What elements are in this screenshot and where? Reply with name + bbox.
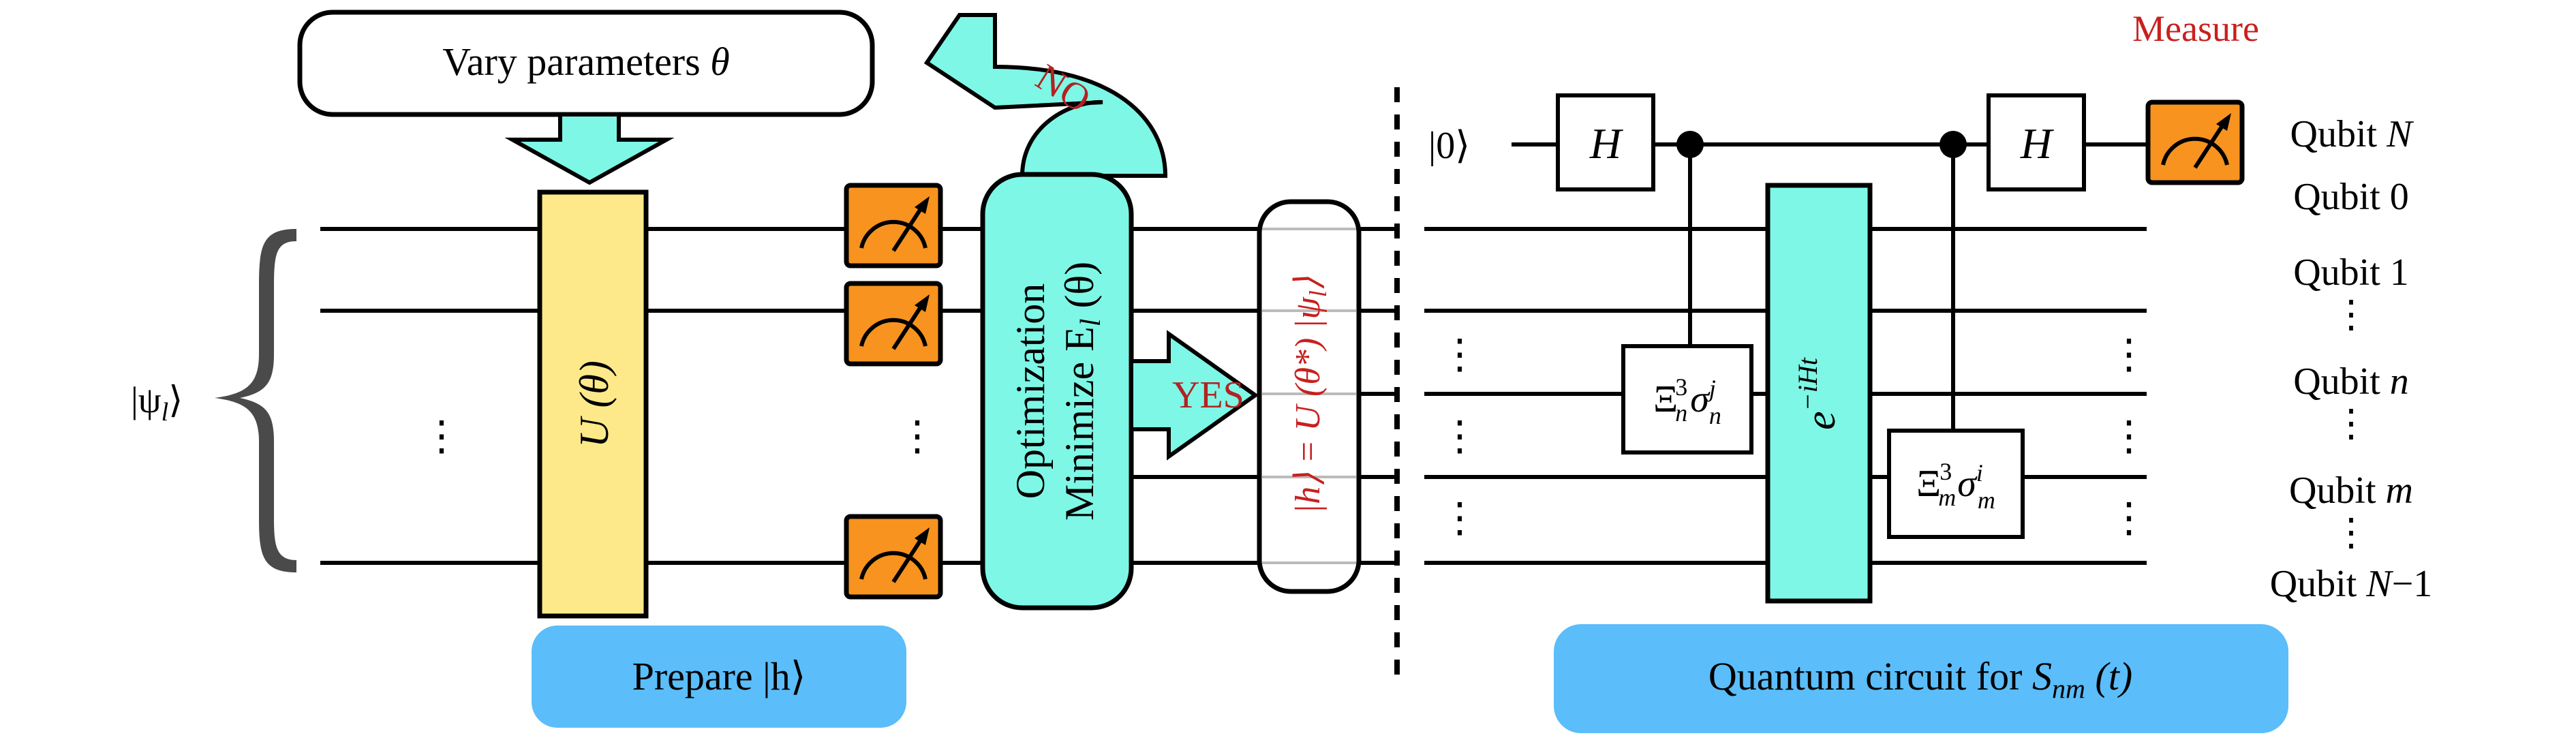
- meter-icon: [2148, 102, 2242, 183]
- yes-arrow: [1129, 330, 1259, 461]
- xi-m-gate: [1887, 429, 2025, 539]
- meter-icon: [846, 517, 940, 597]
- dots-right-4: ⋮: [2109, 332, 2149, 377]
- no-arrow: [923, 13, 1168, 178]
- prepare-label-box: [532, 626, 906, 728]
- meter-icon: [846, 283, 940, 364]
- measure-label: Measure: [2132, 8, 2259, 49]
- dots-right-6: ⋮: [2109, 495, 2149, 540]
- dots-right-5: ⋮: [2109, 414, 2149, 459]
- xi-n-gate: [1621, 344, 1753, 454]
- dots-left-1: ⋮: [421, 414, 462, 459]
- yes-label: YES: [1172, 374, 1244, 416]
- hadamard-label-2: H: [2020, 119, 2055, 168]
- qubit-dots: ⋮: [2332, 294, 2370, 336]
- ket-zero: |0⟩: [1428, 125, 1470, 167]
- dots-right-3: ⋮: [1439, 495, 1480, 540]
- circuit-label-box: [1554, 624, 2288, 733]
- state-expression: |h⟩ = U (θ*) |ψl⟩: [1289, 277, 1332, 514]
- dots-right-1: ⋮: [1439, 332, 1480, 377]
- unitary-label: U (θ): [572, 360, 617, 448]
- unitary-box: [537, 189, 649, 619]
- psi-ket: |ψl⟩: [131, 380, 183, 427]
- state-box: [1257, 199, 1362, 594]
- qubit-dots: ⋮: [2332, 512, 2370, 554]
- qubit-label: Qubit n: [2293, 360, 2409, 403]
- hadamard-label-1: H: [1589, 119, 1624, 168]
- control-dot-1: [1676, 131, 1704, 158]
- evolution-box: [1765, 183, 1873, 604]
- register-brace: [215, 229, 296, 572]
- evolution-label: e−iHt: [1792, 357, 1844, 430]
- qubit-label: Qubit N: [2290, 113, 2414, 155]
- optimizer-line2: Minimize El (θ): [1057, 262, 1107, 521]
- hadamard-gate-1: [1556, 93, 1655, 191]
- prepare-label: Prepare |h⟩: [632, 654, 806, 698]
- qubit-label: Qubit N−1: [2270, 563, 2433, 605]
- dots-right-2: ⋮: [1439, 414, 1480, 459]
- meter-icon: [846, 185, 940, 266]
- qubit-labels: Qubit N Qubit 0 Qubit 1 ⋮ Qubit n ⋮ Qubi…: [2270, 113, 2433, 605]
- optimizer-line1: Optimization: [1008, 283, 1053, 499]
- qubit-label: Qubit m: [2289, 469, 2413, 512]
- dots-left-2: ⋮: [897, 414, 938, 459]
- circuit-label: Quantum circuit for Snm (t): [1708, 654, 2132, 704]
- hadamard-gate-2: [1987, 93, 2086, 191]
- control-dot-2: [1939, 131, 1967, 158]
- down-arrow: [504, 112, 675, 185]
- vary-parameters-label: Vary parameters θ: [442, 40, 729, 84]
- qubit-label: Qubit 1: [2293, 251, 2409, 294]
- qubit-dots: ⋮: [2332, 403, 2370, 445]
- qubit-label: Qubit 0: [2293, 176, 2409, 218]
- state-box-wires: [1262, 228, 1356, 564]
